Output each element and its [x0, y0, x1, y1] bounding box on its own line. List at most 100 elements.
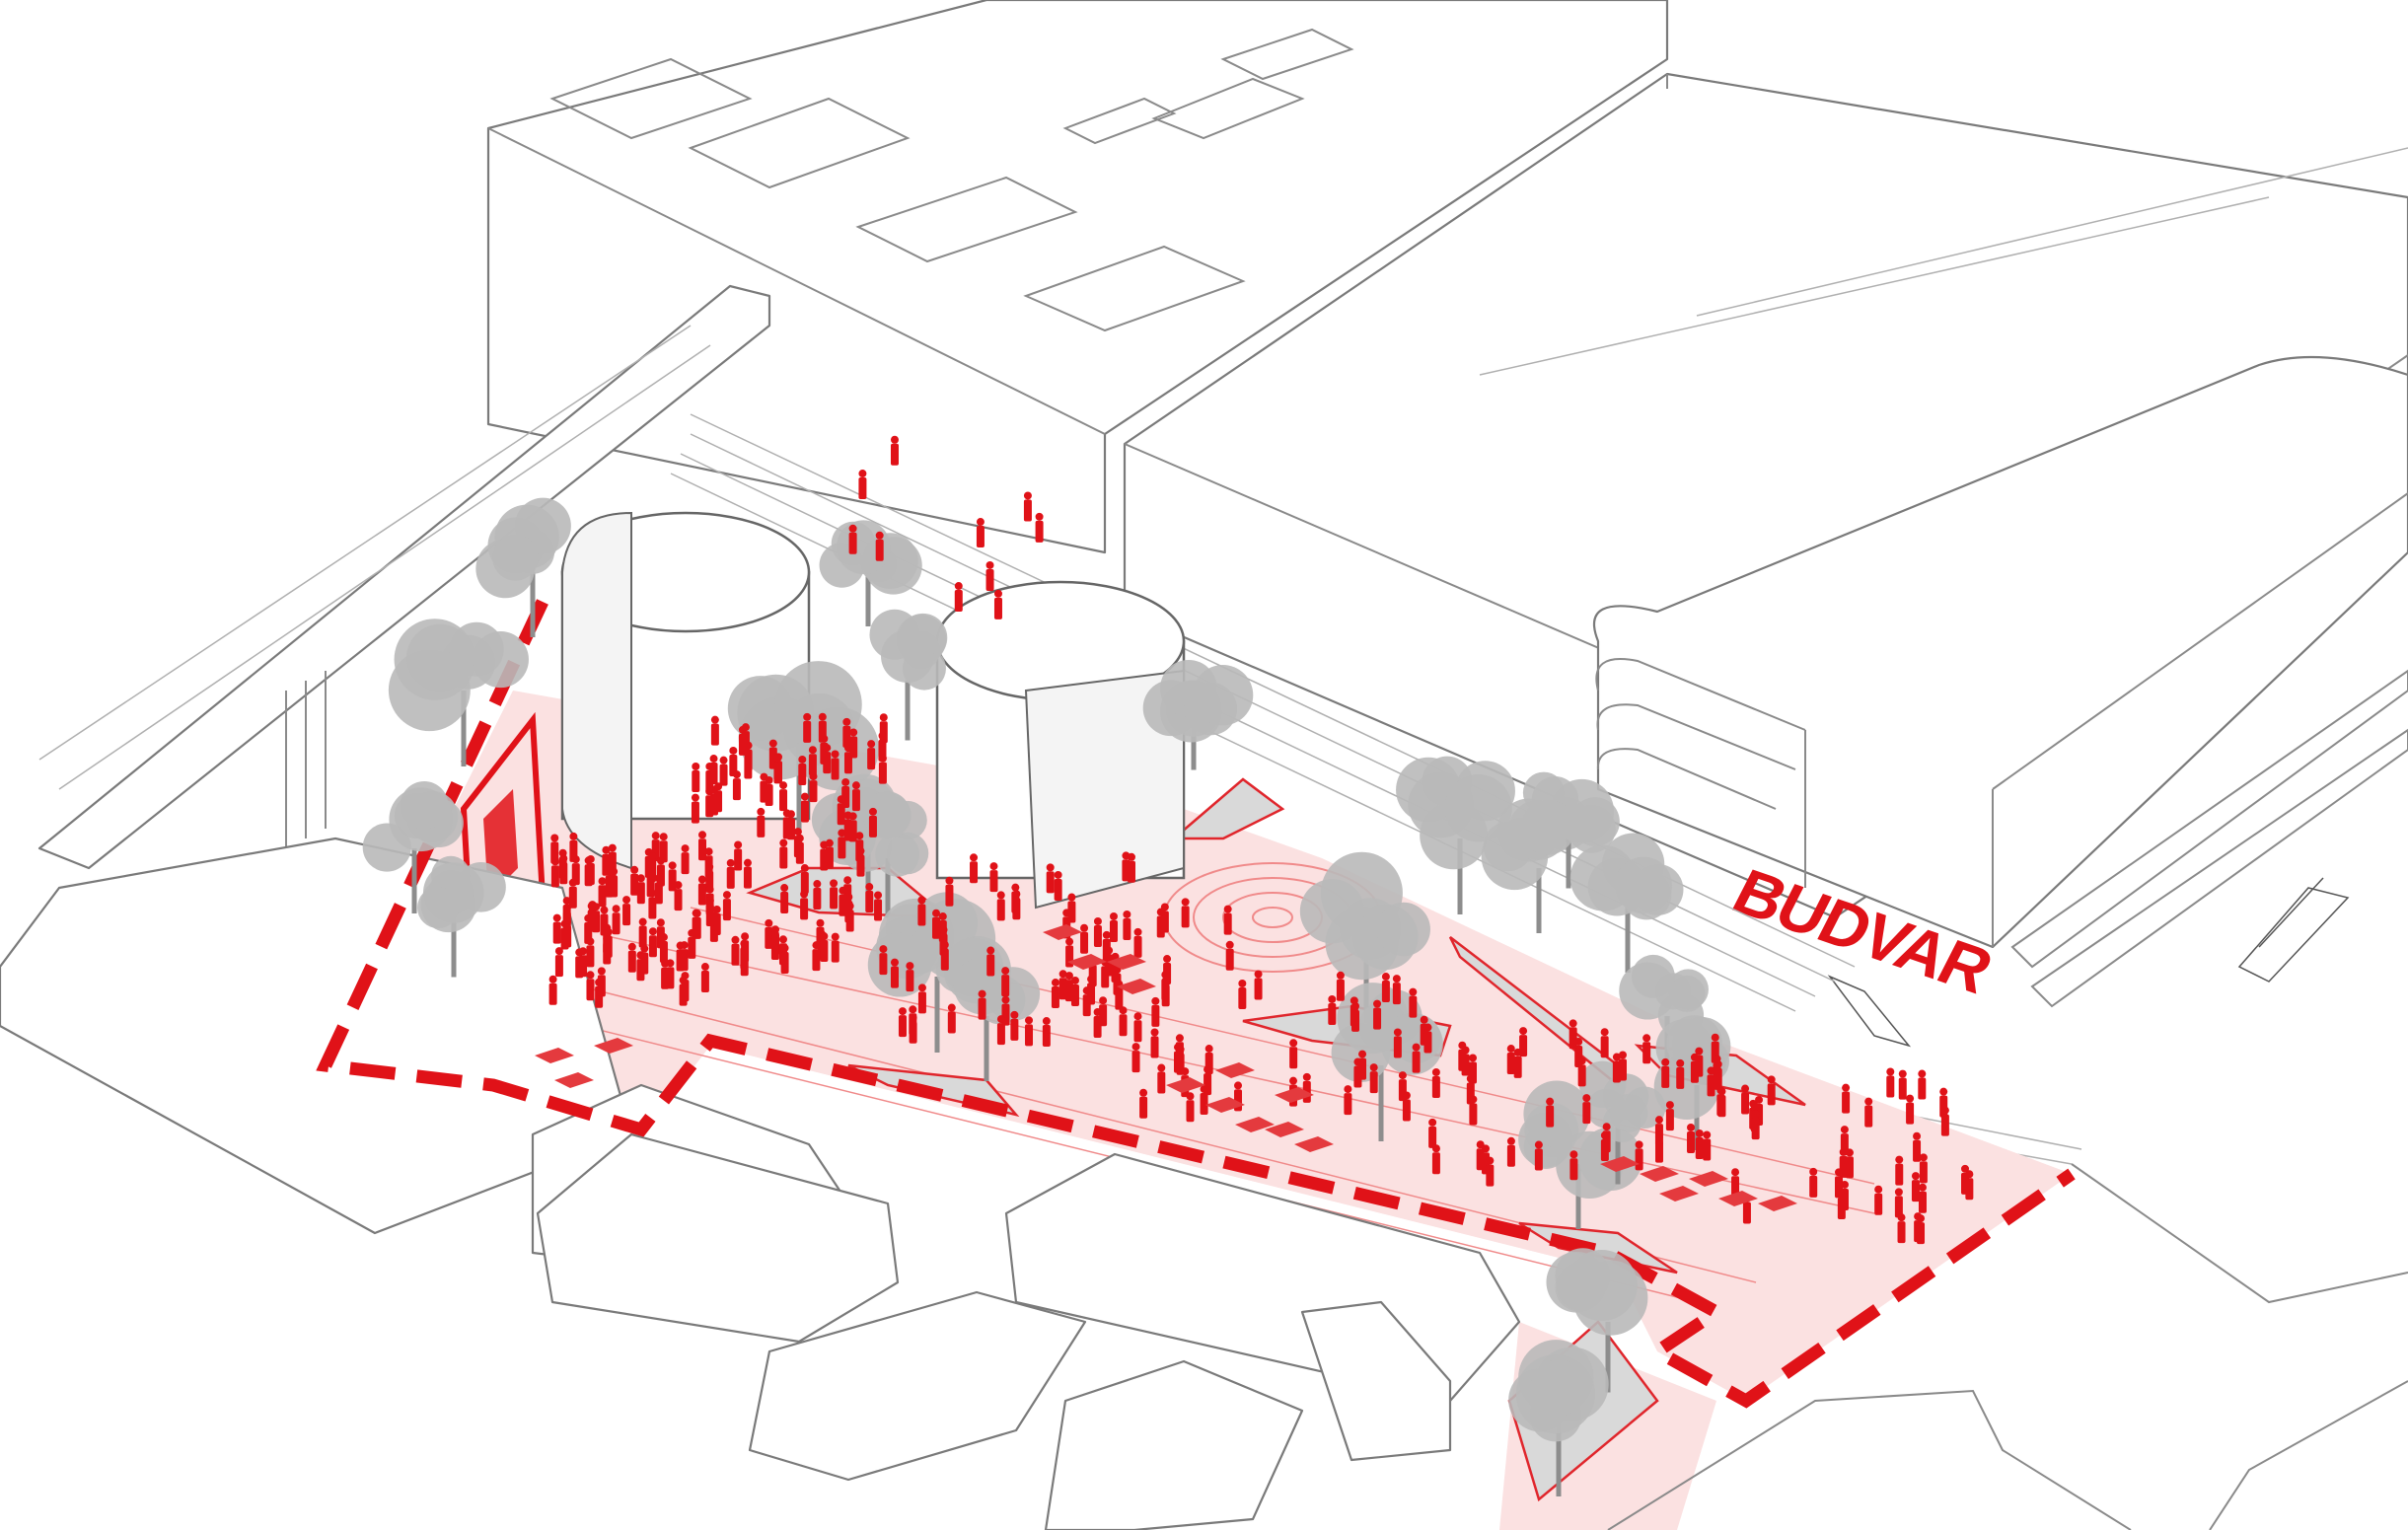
- person-icon: [898, 1007, 907, 1038]
- person-icon: [800, 890, 809, 920]
- person-icon: [558, 848, 567, 879]
- person-icon: [989, 862, 998, 893]
- person-icon: [1717, 1087, 1726, 1118]
- person-icon: [1067, 893, 1076, 923]
- person-icon: [630, 865, 639, 896]
- person-icon: [780, 944, 789, 975]
- tree-icon: [417, 855, 506, 978]
- person-icon: [1102, 930, 1111, 961]
- person-icon: [1181, 898, 1190, 928]
- person-icon: [719, 756, 728, 786]
- person-icon: [560, 919, 569, 950]
- person-icon: [1111, 952, 1120, 983]
- person-icon: [820, 932, 829, 963]
- person-icon: [830, 879, 839, 910]
- person-icon: [1127, 852, 1135, 883]
- person-icon: [1115, 980, 1124, 1010]
- person-icon: [597, 967, 606, 997]
- person-icon: [1381, 973, 1390, 1003]
- person-icon: [970, 853, 979, 884]
- person-icon: [985, 560, 994, 591]
- picnic-table-icon: [1689, 1171, 1728, 1187]
- person-icon: [1353, 1057, 1362, 1088]
- person-icon: [1940, 1106, 1949, 1136]
- person-icon: [1582, 1094, 1591, 1125]
- person-icon: [681, 972, 690, 1002]
- person-icon: [1011, 883, 1020, 913]
- person-icon: [1123, 910, 1131, 940]
- person-icon: [1393, 1028, 1402, 1058]
- person-icon: [548, 975, 557, 1005]
- budvar-hall: [1592, 355, 2408, 1008]
- person-icon: [867, 740, 876, 770]
- person-icon: [812, 941, 821, 972]
- person-icon: [1176, 1045, 1185, 1075]
- person-icon: [757, 807, 766, 838]
- person-icon: [697, 831, 706, 861]
- person-icon: [1225, 940, 1234, 971]
- person-icon: [1392, 975, 1401, 1005]
- person-icon: [1151, 996, 1160, 1027]
- person-icon: [1914, 1212, 1923, 1243]
- person-icon: [1139, 1088, 1148, 1119]
- person-icon: [823, 744, 832, 774]
- person-icon: [1023, 491, 1032, 522]
- person-icon: [1223, 905, 1232, 935]
- person-icon: [1707, 1066, 1715, 1097]
- person-icon: [1906, 1094, 1915, 1125]
- person-icon: [780, 884, 789, 914]
- person-icon: [712, 905, 721, 935]
- person-icon: [661, 959, 670, 989]
- person-icon: [598, 877, 607, 908]
- person-icon: [874, 891, 883, 921]
- person-icon: [1635, 1140, 1643, 1171]
- person-icon: [986, 946, 995, 977]
- person-icon: [849, 728, 858, 759]
- picnic-table-icon: [1718, 1191, 1758, 1206]
- person-icon: [1070, 976, 1079, 1006]
- person-icon: [1336, 971, 1345, 1001]
- person-icon: [851, 781, 860, 812]
- person-icon: [648, 851, 657, 882]
- person-icon: [741, 723, 750, 754]
- person-icon: [1133, 1012, 1142, 1043]
- person-icon: [550, 834, 559, 864]
- person-icon: [705, 896, 714, 926]
- people-crowd: [548, 435, 1974, 1245]
- tree-icon: [819, 520, 922, 626]
- person-icon: [636, 874, 645, 905]
- person-icon: [693, 909, 701, 939]
- tree-icon: [388, 619, 529, 766]
- person-icon: [1398, 1071, 1407, 1102]
- person-icon: [782, 809, 791, 839]
- person-icon: [722, 891, 731, 921]
- tree-icon: [869, 609, 948, 741]
- person-icon: [1687, 1123, 1696, 1153]
- tree-icon: [1508, 1340, 1609, 1496]
- person-icon: [808, 746, 817, 776]
- person-icon: [1506, 1136, 1515, 1167]
- person-icon: [587, 902, 596, 932]
- person-icon: [1809, 1167, 1818, 1198]
- person-icon: [1238, 979, 1247, 1009]
- person-icon: [978, 989, 986, 1020]
- person-icon: [1042, 1017, 1051, 1048]
- person-icon: [554, 947, 563, 978]
- person-icon: [890, 435, 899, 466]
- person-icon: [1350, 996, 1358, 1027]
- person-icon: [779, 781, 788, 812]
- person-icon: [1344, 1085, 1352, 1116]
- tree-icon: [362, 780, 464, 913]
- person-icon: [1064, 972, 1073, 1002]
- person-icon: [681, 844, 690, 875]
- tree-icon: [1396, 756, 1515, 914]
- tree-icon: [1520, 771, 1620, 889]
- person-icon: [1254, 970, 1263, 1000]
- person-icon: [1546, 1097, 1555, 1128]
- person-icon: [996, 1015, 1005, 1046]
- person-icon: [1109, 911, 1118, 942]
- person-icon: [879, 945, 888, 976]
- person-icon: [1695, 1129, 1704, 1159]
- person-icon: [656, 856, 665, 887]
- person-icon: [878, 754, 887, 784]
